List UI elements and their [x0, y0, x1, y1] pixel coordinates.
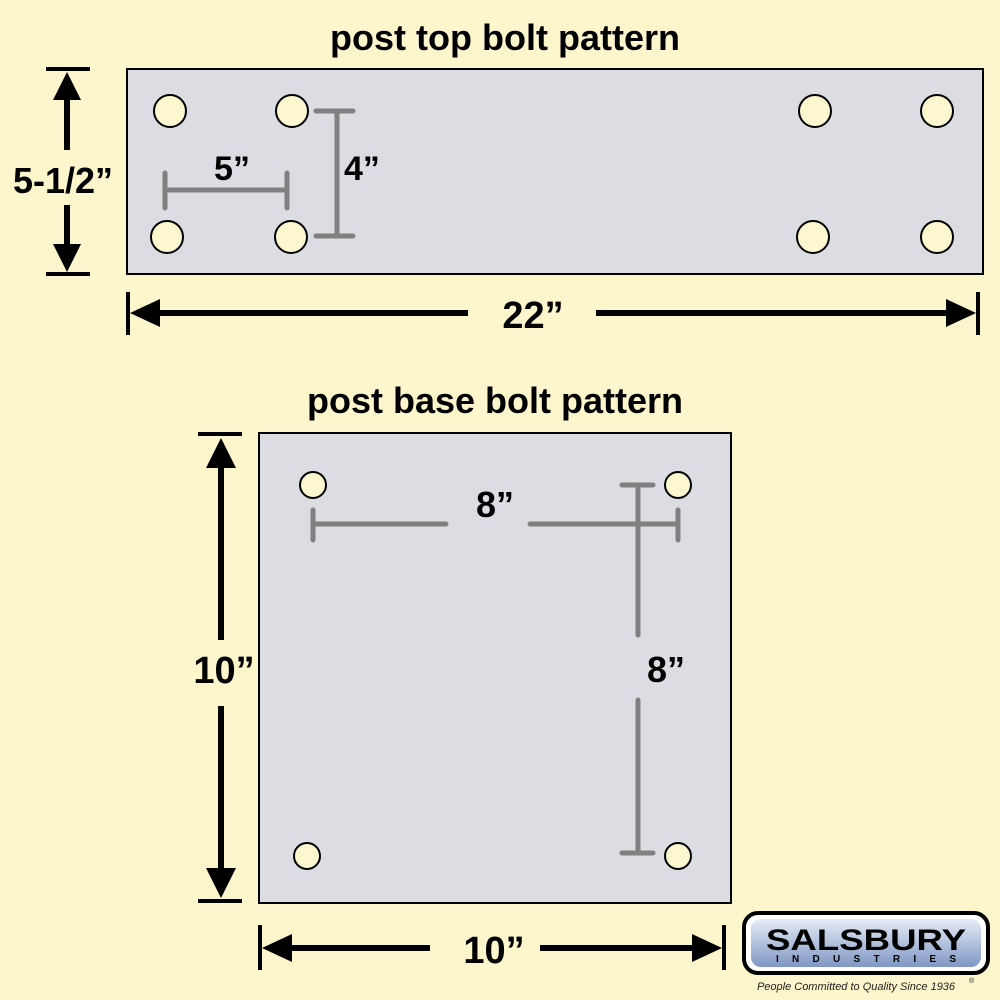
spacing-4-label: 4”	[344, 150, 380, 188]
registered-mark: ®	[969, 977, 975, 985]
bolt-hole	[274, 220, 308, 254]
width-arrow	[126, 292, 980, 335]
height-label: 5-1/2”	[13, 160, 113, 201]
base-spacing-v-dimension	[619, 482, 656, 856]
bolt-hole	[798, 94, 832, 128]
post-top-holes	[150, 94, 954, 254]
base-height-label: 10”	[193, 650, 254, 692]
height-arrow	[46, 67, 90, 276]
spacing-4-dimension	[313, 108, 356, 239]
bolt-hole	[920, 220, 954, 254]
logo-name: SALSBURY	[766, 924, 966, 957]
base-spacing-v-label: 8”	[647, 649, 685, 690]
bolt-hole	[664, 842, 692, 870]
logo-tagline: People Committed to Quality Since 1936	[757, 981, 956, 993]
bolt-hole	[153, 94, 187, 128]
spacing-5-dimension	[162, 170, 290, 211]
width-label: 22”	[502, 295, 563, 337]
spacing-5-label: 5”	[214, 150, 250, 188]
bolt-hole	[920, 94, 954, 128]
bolt-hole	[796, 220, 830, 254]
bolt-hole	[664, 471, 692, 499]
bolt-hole	[293, 842, 321, 870]
base-height-arrow	[198, 432, 242, 903]
post-base-holes	[293, 471, 692, 870]
post-top-title: post top bolt pattern	[330, 17, 680, 58]
base-width-label: 10”	[463, 930, 524, 972]
base-spacing-h-label: 8”	[476, 484, 514, 525]
bolt-hole	[275, 94, 309, 128]
salsbury-logo: SALSBURY INDUSTRIES People Committed to …	[742, 911, 990, 993]
post-base-plate	[258, 432, 732, 904]
post-top-plate	[126, 68, 984, 275]
post-base-title: post base bolt pattern	[307, 380, 683, 421]
base-spacing-h-dimension	[310, 507, 681, 543]
base-width-arrow	[258, 925, 726, 970]
bolt-hole	[150, 220, 184, 254]
bolt-hole	[299, 471, 327, 499]
